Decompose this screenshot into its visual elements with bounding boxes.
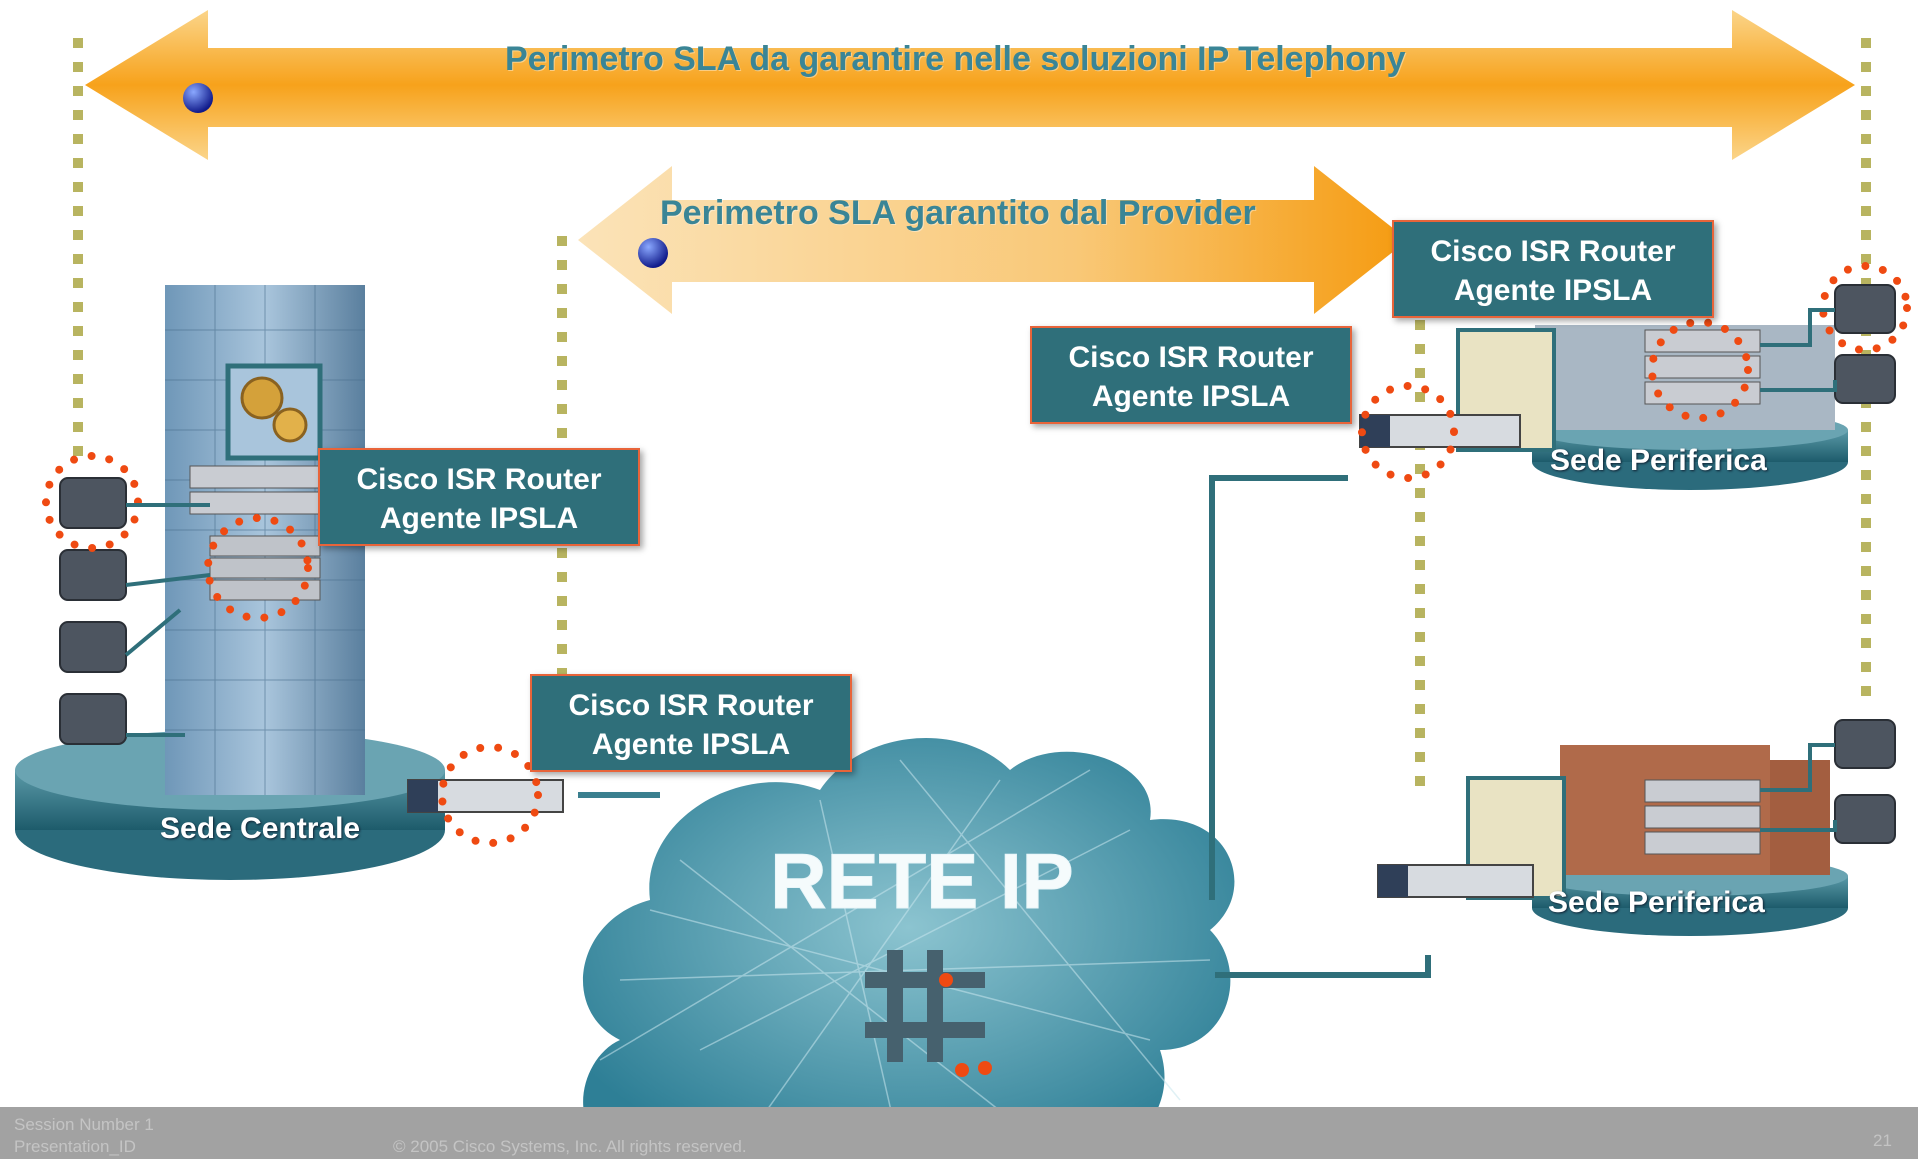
branch-site-lower-label: Sede Periferica	[1548, 886, 1765, 919]
agent-marker	[955, 1063, 969, 1077]
presentation-id: Presentation_ID	[14, 1137, 136, 1156]
agent-marker-ring	[1819, 262, 1911, 354]
bullet-icon	[183, 83, 213, 113]
isr-router-central	[407, 743, 564, 847]
ip-phones-central	[59, 477, 127, 745]
switch-stack-icon	[1644, 329, 1761, 405]
central-site-label: Sede Centrale	[160, 812, 361, 845]
inner-sla-arrow	[578, 166, 1408, 314]
ip-phone-icon	[1834, 284, 1896, 334]
gear-icon	[272, 407, 308, 443]
isr-agent-label-branch-wan: Cisco ISR Router Agente IPSLA	[1030, 326, 1352, 424]
session-number: Session Number 1	[14, 1115, 154, 1134]
wan-links-branches	[1209, 475, 1431, 978]
ip-network-cloud	[582, 737, 1235, 1159]
agent-marker-ring	[1358, 382, 1458, 482]
router-name: Cisco ISR Router	[1430, 235, 1676, 268]
agent-marker	[939, 973, 953, 987]
ip-phone-icon	[1834, 354, 1896, 404]
gear-icon	[240, 376, 284, 420]
ip-phone-icon	[1834, 719, 1896, 769]
ip-phone-icon	[59, 621, 127, 673]
isr-agent-label-branch-core: Cisco ISR Router Agente IPSLA	[1392, 220, 1714, 318]
isr-agent-label-central-core: Cisco ISR Router Agente IPSLA	[318, 448, 640, 546]
router-name: Cisco ISR Router	[356, 463, 602, 496]
central-site	[15, 285, 445, 880]
agent-name: Agente IPSLA	[379, 502, 579, 535]
inner-sla-perimeter-label: Perimetro SLA garantito dal Provider	[660, 194, 1256, 232]
branch-site-upper-label: Sede Periferica	[1550, 444, 1767, 477]
agent-marker-ring	[204, 514, 312, 622]
bullet-icon	[638, 238, 668, 268]
isr-router-branch-upper	[1358, 382, 1521, 482]
outer-sla-arrow	[85, 10, 1855, 160]
router-name: Cisco ISR Router	[568, 689, 814, 722]
ip-phone-icon	[1834, 794, 1896, 844]
ip-network-label: RETE IP	[770, 837, 1073, 925]
agent-name: Agente IPSLA	[591, 728, 791, 761]
hash-icon	[865, 950, 985, 1062]
agent-marker-ring	[1648, 318, 1752, 422]
isr-agent-label-central-wan: Cisco ISR Router Agente IPSLA	[530, 674, 852, 772]
copyright-notice: © 2005 Cisco Systems, Inc. All rights re…	[393, 1137, 747, 1156]
slide-footer: Session Number 1 Presentation_ID © 2005 …	[0, 1107, 1918, 1159]
switch-stack-icon	[189, 465, 321, 601]
phone-links-central	[124, 503, 211, 737]
outer-sla-perimeter-label: Perimetro SLA da garantire nelle soluzio…	[505, 40, 1406, 78]
agent-marker-ring	[42, 452, 142, 552]
ip-phone-icon	[59, 693, 127, 745]
switch-stack-icon	[1644, 779, 1761, 855]
branch-site-lower	[1466, 719, 1896, 936]
router-name: Cisco ISR Router	[1068, 341, 1314, 374]
ip-phone-icon	[59, 549, 127, 601]
ip-phone-icon	[59, 477, 127, 529]
agent-marker-ring	[438, 743, 542, 847]
agent-name: Agente IPSLA	[1091, 380, 1291, 413]
slide-number: 21	[1873, 1131, 1892, 1150]
isr-router-branch-lower	[1377, 864, 1534, 898]
agent-marker	[978, 1061, 992, 1075]
agent-name: Agente IPSLA	[1453, 274, 1653, 307]
